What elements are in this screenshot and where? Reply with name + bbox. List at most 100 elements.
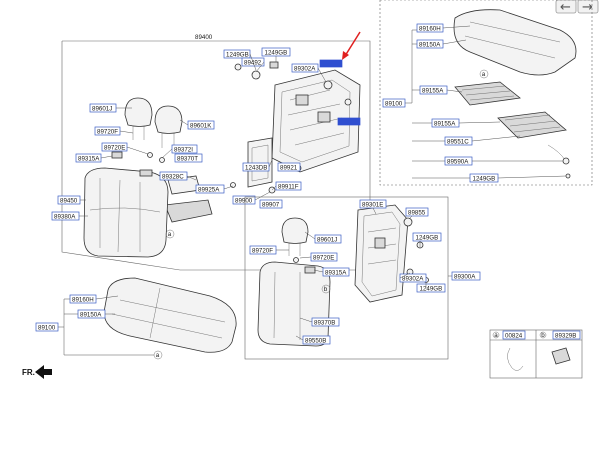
label-89380A: 89380A (51, 211, 80, 221)
svg-text:89911F: 89911F (278, 184, 299, 191)
callout-a-top: a (165, 229, 175, 239)
svg-text:89370T: 89370T (177, 156, 198, 163)
svg-text:89601J: 89601J (92, 106, 112, 113)
label-89100-r: 89100 (382, 98, 406, 108)
headrest-right (154, 105, 183, 148)
svg-text:89601K: 89601K (190, 123, 212, 130)
svg-text:89160H: 89160H (419, 26, 441, 33)
svg-text:89328C: 89328C (162, 174, 184, 181)
svg-text:89380A: 89380A (54, 214, 76, 221)
seatback-cushion (83, 167, 169, 258)
label-89160H-l: 89160H (69, 294, 97, 304)
svg-text:a: a (156, 352, 160, 359)
svg-text:89372I: 89372I (174, 147, 193, 154)
svg-text:89925A: 89925A (198, 187, 220, 194)
svg-text:1249GB: 1249GB (226, 52, 249, 59)
callout-a-bottom: a (153, 350, 163, 359)
svg-text:1249GB: 1249GB (420, 286, 443, 293)
next-page-button[interactable]: → (577, 0, 599, 15)
svg-text:89720E: 89720E (104, 145, 125, 152)
svg-text:89450: 89450 (60, 198, 78, 205)
label-89590A: 89590A (444, 156, 473, 166)
clip-part (551, 347, 571, 365)
label-89300A: 89300A (451, 271, 481, 281)
armrest-panel (247, 137, 273, 188)
svg-text:FR.: FR. (22, 368, 35, 377)
label-89400: 89400 (195, 34, 213, 41)
label-89450: 89450 (57, 195, 81, 205)
svg-text:89160H: 89160H (72, 297, 94, 304)
hog-ring-part (507, 347, 524, 371)
svg-text:89492: 89492 (244, 60, 262, 67)
label-89601J: 89601J (89, 103, 117, 113)
label-89315A: 89315A (75, 153, 102, 163)
group-frame-89100-right (379, 0, 593, 186)
svg-text:89400: 89400 (195, 34, 213, 41)
label-89328C: 89328C (159, 171, 188, 181)
headrest-small (281, 217, 309, 256)
label-89301E: 89301E (359, 199, 387, 209)
label-89550B: 89550B (302, 335, 331, 345)
label-89601J-b: 89601J (314, 234, 342, 244)
label-1249GB-a: 1249GB (223, 49, 251, 59)
svg-text:89855: 89855 (408, 210, 426, 217)
label-89150A-l: 89150A (77, 309, 106, 319)
svg-text:89302A: 89302A (294, 66, 316, 73)
svg-text:89550B: 89550B (305, 338, 326, 345)
svg-text:89301E: 89301E (362, 202, 383, 209)
label-1249GB-d: 1249GB (412, 232, 442, 242)
svg-text:a: a (494, 332, 498, 339)
label-89160H-r: 89160H (416, 23, 444, 33)
svg-text:89150A: 89150A (419, 42, 441, 49)
accessory-table: a 00824 b 89329B (489, 329, 583, 379)
svg-text:89155A: 89155A (434, 121, 456, 128)
svg-text:89720F: 89720F (252, 248, 273, 255)
label-89720F: 89720F (94, 126, 121, 136)
svg-text:89590A: 89590A (447, 159, 469, 166)
label-89720E: 89720E (101, 142, 128, 152)
label-89302A-b: 89302A (399, 273, 427, 283)
label-89601K: 89601K (187, 120, 215, 130)
leader-lines-right (405, 25, 567, 179)
svg-text:1243DB: 1243DB (245, 165, 267, 172)
label-89150A-r: 89150A (416, 39, 444, 49)
label-89720F-b: 89720F (249, 245, 277, 255)
label-highlight-2 (337, 117, 361, 126)
svg-text:b: b (541, 332, 545, 339)
red-arrow-indicator (342, 31, 361, 60)
svg-text:1249GB: 1249GB (416, 235, 439, 242)
svg-text:89720E: 89720E (313, 255, 334, 262)
label-89855: 89855 (405, 207, 429, 217)
svg-text:1249GB: 1249GB (265, 50, 288, 57)
svg-text:89370B: 89370B (314, 320, 335, 327)
seatback-frame-small (354, 204, 409, 303)
label-1243DB: 1243DB (242, 162, 270, 172)
svg-text:89302A: 89302A (402, 276, 424, 283)
label-89155A: 89155A (419, 85, 448, 95)
leader-lines-bottom (58, 295, 154, 356)
label-89372I: 89372I (171, 144, 198, 154)
svg-text:89315A: 89315A (78, 156, 100, 163)
label-00824: 00824 (502, 330, 526, 340)
label-89155A-b: 89155A (431, 118, 460, 128)
svg-text:89921: 89921 (280, 165, 298, 172)
svg-text:89315A: 89315A (325, 270, 347, 277)
label-89370B: 89370B (311, 317, 340, 327)
label-1249GB-e: 1249GB (416, 283, 446, 293)
svg-text:1249GB: 1249GB (473, 176, 496, 183)
callout-b-mid: b (321, 284, 331, 293)
svg-text:b: b (324, 286, 328, 293)
svg-text:89100: 89100 (385, 101, 403, 108)
armrest-console (164, 175, 213, 223)
svg-text:89100: 89100 (38, 325, 56, 332)
svg-text:89907: 89907 (262, 202, 280, 209)
label-89925A: 89925A (195, 184, 225, 194)
svg-text:00824: 00824 (505, 333, 523, 340)
svg-text:89601J: 89601J (317, 237, 337, 244)
prev-page-button[interactable]: ← (555, 0, 577, 15)
svg-text:89720F: 89720F (97, 129, 118, 136)
label-89911F: 89911F (275, 181, 302, 191)
group-frame-89300A (244, 196, 449, 360)
headrest-left (124, 97, 153, 140)
